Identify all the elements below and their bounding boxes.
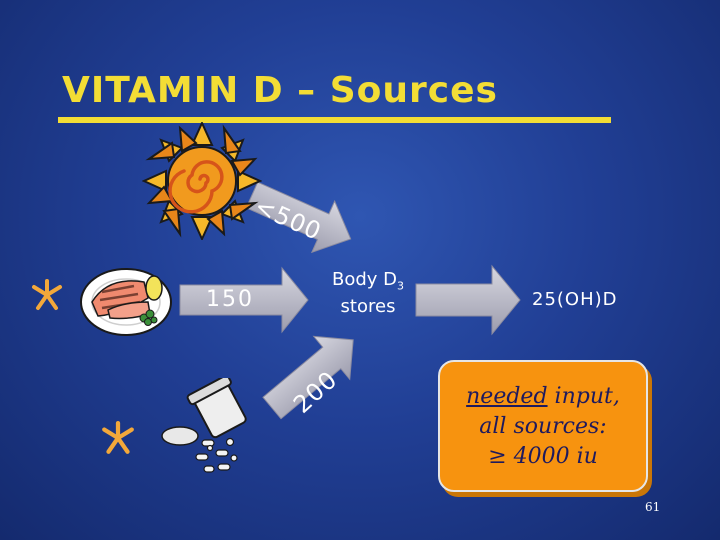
body-d3-text: Body D: [331, 269, 398, 290]
sun-arrow: [245, 181, 352, 254]
pill-bottle-icon: [161, 378, 247, 473]
food-arrow: [179, 266, 309, 334]
title-underline: [58, 117, 611, 123]
body-d3-subscript: 3: [397, 279, 405, 293]
needed-input-callout: needed input, all sources: ≥ 4000 iu: [438, 360, 648, 492]
conversion-arrow: [415, 264, 521, 336]
body-d3-stores-label: Body D3 stores: [318, 270, 418, 317]
callout-line3: ≥ 4000 iu: [488, 444, 598, 469]
asterisk-bullet-icon: [102, 421, 134, 454]
salmon-plate-icon: [80, 268, 172, 336]
output-25ohd-label: 25(OH)D: [532, 289, 618, 310]
page-number: 61: [645, 500, 661, 514]
stores-text: stores: [340, 295, 396, 317]
slide-title: VITAMIN D – Sources: [62, 70, 498, 111]
asterisk-bullet-icon: [32, 279, 62, 310]
callout-line1: input,: [547, 384, 620, 409]
sun-icon: [142, 122, 262, 240]
callout-line2: all sources:: [479, 414, 607, 439]
callout-underlined-word: needed: [466, 384, 548, 409]
food-amount-label: 150: [206, 287, 254, 312]
supplement-arrow: [262, 335, 354, 420]
